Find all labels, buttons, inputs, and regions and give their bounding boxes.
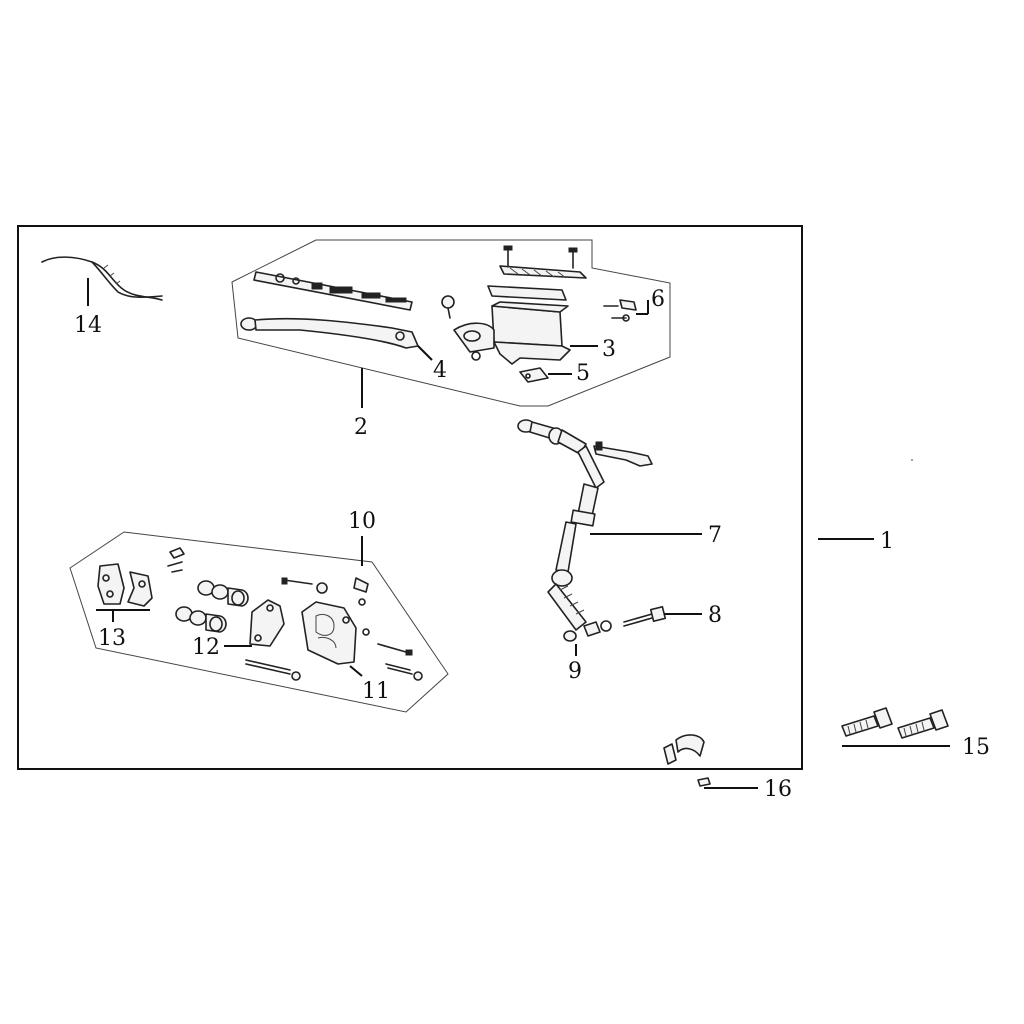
assembly-frame [17,225,803,770]
speck [911,459,913,461]
part-brake-switch [603,299,637,322]
part-diaphragm [487,285,567,301]
part-caliper-bolts [281,577,423,681]
part-master-cylinder-body [453,301,571,365]
callout-1: 1 [880,529,894,554]
leader-11 [349,665,363,677]
part-cap-screws [503,245,578,269]
callout-10: 10 [348,509,376,534]
callout-16: 16 [764,777,792,802]
callout-9: 9 [568,659,582,684]
group-2-outline [231,239,671,407]
part-pistons [175,580,249,633]
callout-7: 7 [708,523,722,548]
part-pad-spring [167,547,185,573]
part-slide-pin [245,659,301,681]
part-14-wire [41,256,163,301]
callout-13: 13 [98,626,126,651]
callout-8: 8 [708,603,722,628]
callout-12: 12 [192,635,220,660]
part-fitting [441,295,455,319]
callout-2: 2 [354,415,368,440]
group-10-outline [69,531,449,713]
callout-4: 4 [433,358,447,383]
callout-3: 3 [602,337,616,362]
part-washer [563,630,577,642]
part-lever [240,317,419,349]
callout-6: 6 [651,287,665,312]
part-brake-hose [517,419,653,631]
part-caliper-body [301,601,357,665]
part-small-hardware-strip [253,271,413,311]
leader-4 [417,345,433,361]
callout-15: 15 [962,735,990,760]
part-hose-bracket [663,734,705,765]
part-bolts-15 [841,707,949,739]
callout-5: 5 [576,361,590,386]
part-caliper-bracket [249,599,285,647]
part-banjo-bolt [583,605,667,637]
part-screw-16 [697,777,711,787]
part-reservoir-cap [499,265,587,279]
callout-14: 14 [74,313,102,338]
part-brake-pads [97,563,153,607]
callout-11: 11 [362,679,390,704]
part-clamp [519,367,549,383]
